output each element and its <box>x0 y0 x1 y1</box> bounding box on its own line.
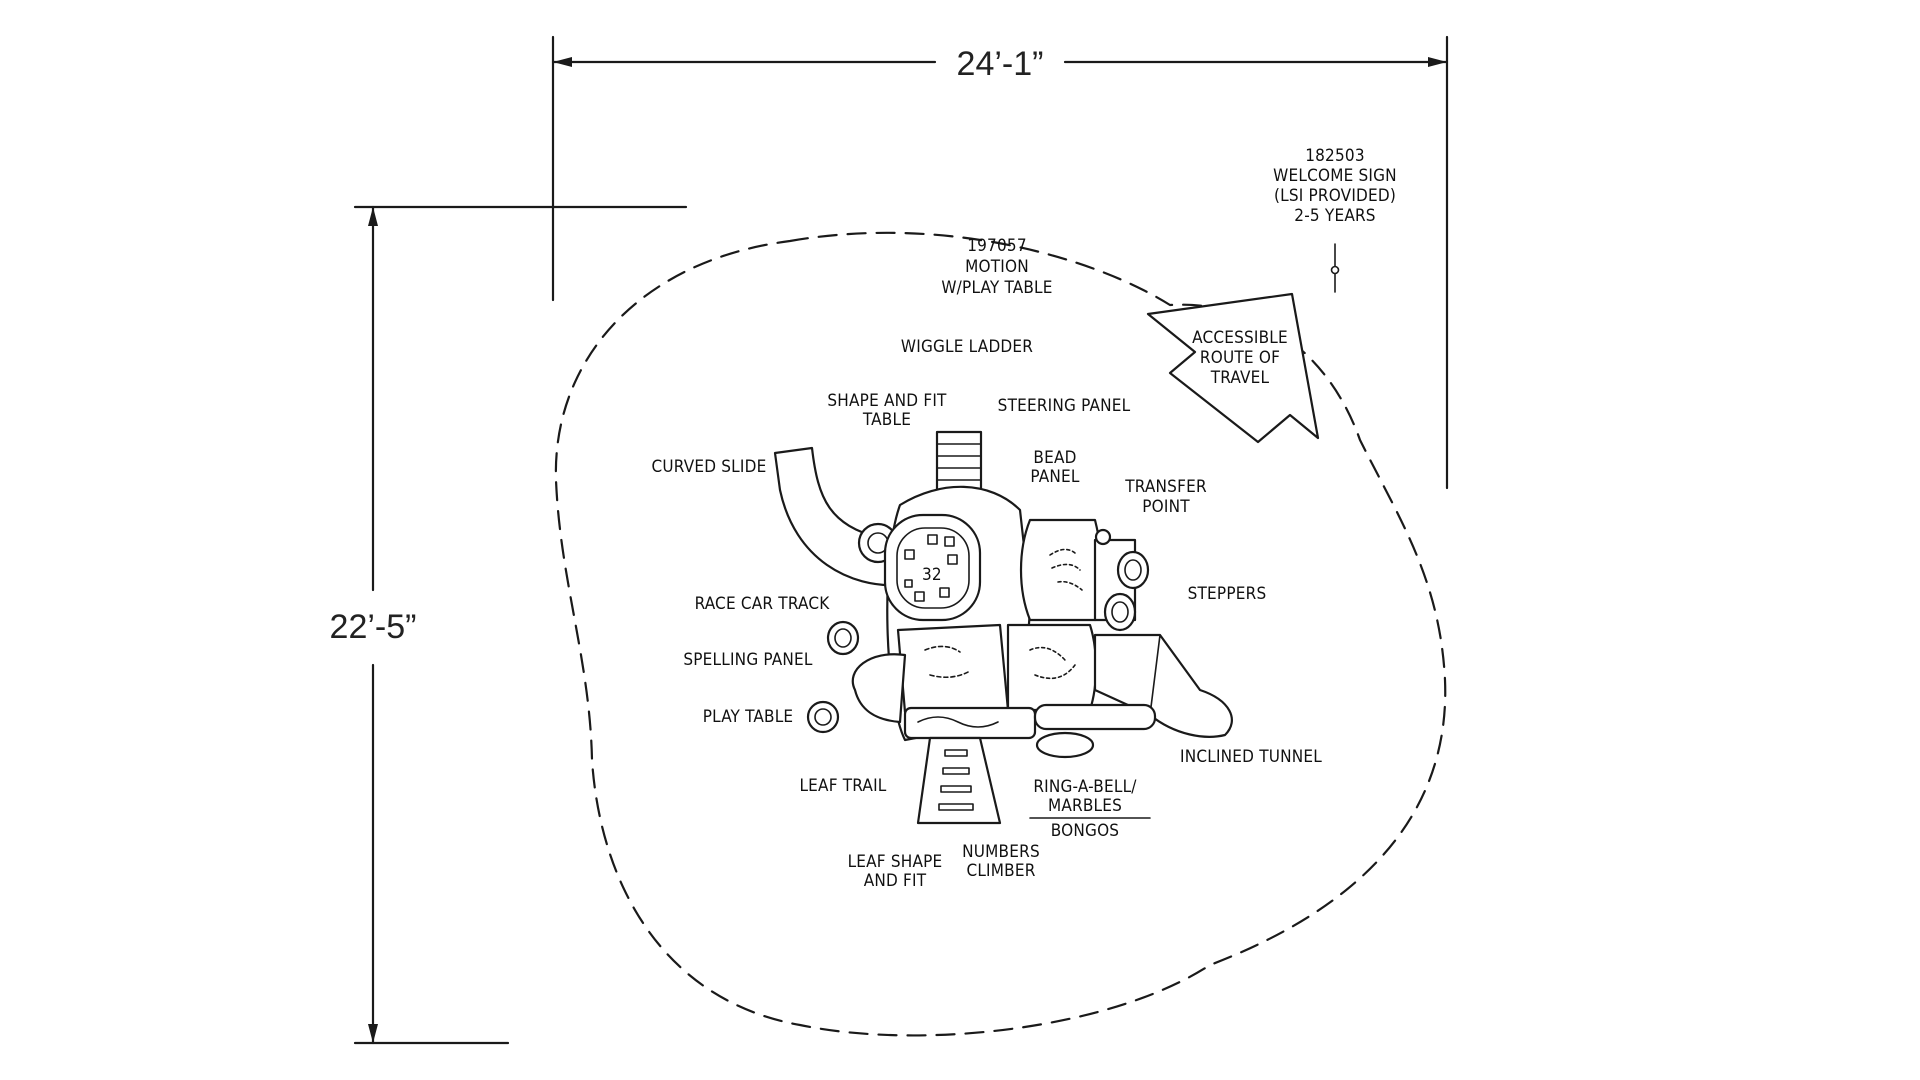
width-arrow-right <box>1428 57 1447 67</box>
play-table-disc-inner <box>814 708 832 726</box>
table-shapes <box>904 534 958 602</box>
inclined-tunnel-label: INCLINED TUNNEL <box>1180 747 1322 767</box>
table-shape <box>939 587 950 598</box>
bongos <box>1035 731 1095 759</box>
leaf-trail-label: LEAF TRAIL <box>799 776 886 796</box>
climber-hold <box>938 803 974 811</box>
spelling-panel-disc <box>826 620 860 656</box>
transfer-post <box>1094 528 1112 546</box>
stepper-lower-inner <box>1111 601 1129 623</box>
label-line: POINT <box>1142 497 1190 517</box>
label-line: WELCOME SIGN <box>1273 166 1397 186</box>
label-line: NUMBERS <box>962 842 1040 862</box>
bead-panel-marks <box>1049 548 1083 591</box>
wiggle-ladder-structure <box>935 430 983 492</box>
steering-panel-label: STEERING PANEL <box>998 396 1131 416</box>
play-table-disc <box>806 700 840 734</box>
wiggle-ladder-label: WIGGLE LADDER <box>901 337 1033 357</box>
bead-panel-label: BEAD PANEL <box>1030 448 1079 487</box>
label-line: CLIMBER <box>966 861 1035 881</box>
accessible-route-label: ACCESSIBLE ROUTE OF TRAVEL <box>1192 328 1288 388</box>
label-line: 182503 <box>1305 146 1365 166</box>
label-line: PANEL <box>1030 467 1079 487</box>
deck-32-inner <box>896 527 970 609</box>
label-line: TRAVEL <box>1210 368 1270 388</box>
play-table-label: PLAY TABLE <box>703 707 794 727</box>
label-line: SHAPE AND FIT <box>827 391 947 411</box>
label-line: AND FIT <box>864 871 927 891</box>
tunnel-seam <box>1149 634 1161 716</box>
sign-marker <box>1330 265 1340 275</box>
wiggle-ladder-body <box>935 430 983 492</box>
numbers-climber-label: NUMBERS CLIMBER <box>962 842 1040 881</box>
label-line: ACCESSIBLE <box>1192 328 1288 348</box>
leaf-trail-pattern <box>917 716 999 728</box>
stepper-lower <box>1103 592 1137 632</box>
race-car-track-label: RACE CAR TRACK <box>695 594 831 614</box>
bead-panel-deck <box>1019 518 1104 622</box>
width-dimension: 24’-1” <box>551 35 1449 490</box>
label-line: MOTION <box>965 257 1029 277</box>
label-line: ROUTE OF <box>1200 348 1280 368</box>
spelling-panel-disc-inner <box>834 628 852 648</box>
bongos-label: BONGOS <box>1051 821 1119 841</box>
ring-a-bell-marks <box>1029 646 1076 680</box>
lower-left-deck-marks <box>924 645 971 679</box>
depth-dimension: 22’-5” <box>330 205 688 1045</box>
welcome-sign-label: 182503 WELCOME SIGN (LSI PROVIDED) 2-5 Y… <box>1273 146 1397 226</box>
label-line: 2-5 YEARS <box>1294 206 1375 226</box>
label-line: BEAD <box>1033 448 1076 468</box>
ring-a-bell-tube <box>1033 703 1157 731</box>
welcome-sign-symbol <box>1330 243 1340 293</box>
ring-a-bell-deck <box>1006 623 1098 712</box>
table-shape <box>927 534 938 545</box>
climber-hold <box>944 749 968 757</box>
shape-fit-table-label: SHAPE AND FIT TABLE <box>827 391 947 430</box>
label-line: LEAF SHAPE <box>848 852 943 872</box>
curved-slide-label: CURVED SLIDE <box>652 457 767 477</box>
table-shape <box>904 549 915 560</box>
label-line: MARBLES <box>1048 796 1122 816</box>
stepper-upper <box>1116 550 1150 590</box>
label-line: (LSI PROVIDED) <box>1274 186 1396 206</box>
motion-table-label: 197057 MOTION W/PLAY TABLE <box>941 236 1052 298</box>
width-dimension-label: 24’-1” <box>957 45 1044 83</box>
table-shape <box>947 554 958 565</box>
lower-left-deck <box>896 623 1010 714</box>
ring-a-bell-label: RING-A-BELL/ MARBLES <box>1033 777 1137 816</box>
spelling-panel-label: SPELLING PANEL <box>683 650 813 670</box>
leaf-trail-bridge <box>903 706 1037 740</box>
accessible-route-arrow <box>1146 292 1320 444</box>
use-zone-boundary <box>554 231 1447 1037</box>
leaf-shape-fit-label: LEAF SHAPE AND FIT <box>848 852 943 891</box>
climber-hold <box>940 785 972 793</box>
race-car-track-blob <box>851 653 907 724</box>
deck-32-table <box>883 513 982 622</box>
depth-dimension-label: 22’-5” <box>330 608 417 646</box>
climber-holds <box>938 749 974 811</box>
inclined-tunnel <box>1093 633 1233 738</box>
label-line: TRANSFER <box>1124 477 1207 497</box>
stepper-upper-inner <box>1124 559 1142 581</box>
depth-arrow-top <box>368 207 378 226</box>
steppers-label: STEPPERS <box>1188 584 1267 604</box>
label-line: W/PLAY TABLE <box>941 278 1052 298</box>
table-shape <box>914 591 925 602</box>
deck-number: 32 <box>922 565 942 585</box>
play-structure: 32 <box>773 430 1233 825</box>
table-shape <box>944 536 955 547</box>
label-line: 197057 <box>967 236 1027 256</box>
width-arrow-left <box>553 57 572 67</box>
label-line: TABLE <box>862 410 911 430</box>
climber-hold <box>942 767 970 775</box>
transfer-point-label: TRANSFER POINT <box>1124 477 1207 517</box>
numbers-climber <box>916 736 1002 825</box>
table-shape <box>904 579 913 588</box>
depth-arrow-bottom <box>368 1024 378 1043</box>
label-line: RING-A-BELL/ <box>1033 777 1137 797</box>
